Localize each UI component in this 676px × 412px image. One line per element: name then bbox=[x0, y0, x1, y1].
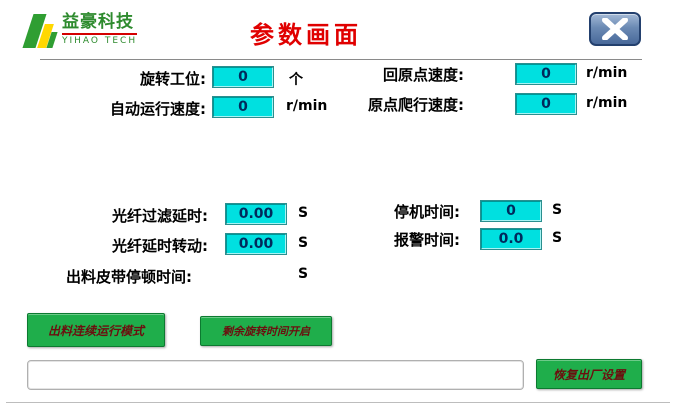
rotate-station-field[interactable]: 0 bbox=[212, 66, 274, 88]
alarm-time-label: 报警时间: bbox=[394, 231, 460, 249]
discharge-mode-button[interactable]: 出料连续运行模式 bbox=[27, 313, 165, 347]
bottom-divider bbox=[6, 402, 670, 403]
logo-icon bbox=[22, 12, 58, 50]
factory-reset-button[interactable]: 恢复出厂设置 bbox=[536, 359, 642, 389]
alarm-time-field[interactable]: 0.0 bbox=[480, 228, 542, 250]
header-divider bbox=[40, 59, 642, 60]
discharge-belt-pause-unit: S bbox=[298, 266, 309, 282]
auto-speed-unit: r/min bbox=[286, 98, 328, 114]
fiber-filter-delay-label: 光纤过滤延时: bbox=[112, 207, 208, 225]
logo: 益豪科技 YIHAO TECH bbox=[22, 12, 138, 50]
close-icon bbox=[602, 18, 628, 40]
fiber-delay-rotate-unit: S bbox=[298, 235, 309, 251]
home-crawl-speed-label: 原点爬行速度: bbox=[368, 96, 464, 114]
auto-speed-field[interactable]: 0 bbox=[212, 96, 274, 118]
logo-subtitle: YIHAO TECH bbox=[62, 33, 138, 46]
home-speed-label: 回原点速度: bbox=[383, 66, 464, 84]
auto-speed-label: 自动运行速度: bbox=[110, 100, 206, 118]
alarm-message-box bbox=[27, 360, 524, 390]
fiber-delay-rotate-label: 光纤延时转动: bbox=[112, 237, 208, 255]
home-speed-field[interactable]: 0 bbox=[515, 63, 577, 85]
discharge-belt-pause-label: 出料皮带停顿时间: bbox=[66, 268, 192, 286]
home-crawl-speed-field[interactable]: 0 bbox=[515, 93, 577, 115]
close-button[interactable] bbox=[589, 12, 641, 46]
stop-time-unit: S bbox=[552, 202, 563, 218]
fiber-filter-delay-field[interactable]: 0.00 bbox=[225, 203, 287, 225]
fiber-filter-delay-unit: S bbox=[298, 205, 309, 221]
page-title: 参数画面 bbox=[250, 20, 362, 49]
logo-text: 益豪科技 YIHAO TECH bbox=[62, 12, 138, 46]
home-crawl-speed-unit: r/min bbox=[586, 95, 628, 111]
rotate-station-unit: 个 bbox=[289, 72, 303, 88]
alarm-time-unit: S bbox=[552, 230, 563, 246]
remaining-rotation-button[interactable]: 剩余旋转时间开启 bbox=[200, 316, 332, 346]
fiber-delay-rotate-field[interactable]: 0.00 bbox=[225, 233, 287, 255]
stop-time-label: 停机时间: bbox=[394, 203, 460, 221]
rotate-station-label: 旋转工位: bbox=[140, 70, 206, 88]
home-speed-unit: r/min bbox=[586, 65, 628, 81]
logo-title: 益豪科技 bbox=[62, 12, 134, 32]
stop-time-field[interactable]: 0 bbox=[480, 200, 542, 222]
